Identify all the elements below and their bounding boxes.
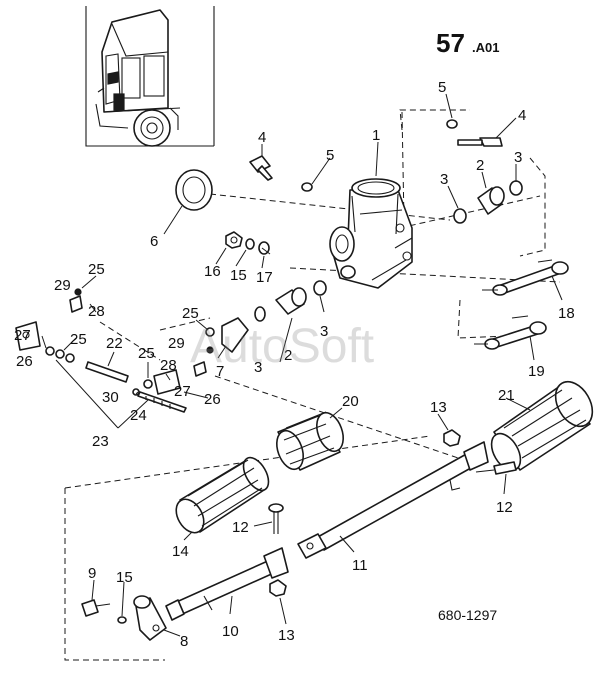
callout-18: 18 — [558, 305, 575, 322]
callout-5-right: 5 — [438, 79, 446, 96]
part-18-link-rod — [482, 259, 569, 296]
callout-28-right: 28 — [160, 357, 177, 374]
callout-25-top-left: 25 — [88, 261, 105, 278]
callout-22: 22 — [106, 335, 123, 352]
callout-30: 30 — [102, 389, 119, 406]
callout-7: 7 — [216, 363, 224, 380]
part-9-bolt — [81, 599, 111, 617]
part-20-bellows — [276, 411, 344, 471]
callout-13-lower: 13 — [278, 627, 295, 644]
part-27-bracket-right — [153, 369, 181, 395]
callout-19: 19 — [528, 363, 545, 380]
callout-16: 16 — [204, 263, 221, 280]
callout-9: 9 — [88, 565, 96, 582]
part-25-nuts-left — [45, 346, 75, 363]
callout-26-left: 26 — [16, 353, 33, 370]
callout-27-right: 27 — [174, 383, 191, 400]
callout-28-left: 28 — [88, 303, 105, 320]
part-19-link-rod — [474, 315, 547, 350]
part-12-bolt-lower — [268, 503, 284, 534]
watermark-text: AutoSoft — [190, 320, 374, 373]
callout-labels: 1 4 5 5 4 2 3 3 6 16 15 17 18 19 25 29 2… — [14, 79, 575, 650]
part-6-seal-ring — [175, 169, 213, 211]
part-1-housing — [329, 178, 413, 289]
callout-25-mid-left: 25 — [70, 331, 87, 348]
part-7-lever — [221, 317, 249, 353]
callout-3-middle-left: 3 — [254, 359, 262, 376]
part-10-lower-shaft — [165, 547, 289, 621]
part-26-bracket-left — [15, 321, 41, 351]
part-28-fitting-left — [69, 288, 83, 313]
part-3-washer-middle-b — [313, 280, 327, 296]
drawing-number: 680-1297 — [438, 607, 497, 623]
part-2-bushing-right — [477, 186, 505, 215]
callout-12-upper: 12 — [496, 499, 513, 516]
part-13-nut-upper — [443, 429, 461, 447]
callout-24: 24 — [130, 407, 147, 424]
callout-2-middle: 2 — [284, 347, 292, 364]
part-28-fitting-right — [193, 346, 214, 377]
part-15-washer — [245, 238, 255, 250]
callout-1: 1 — [372, 127, 380, 144]
part-30-washer — [132, 388, 140, 396]
callout-21: 21 — [498, 387, 515, 404]
callout-29-left: 29 — [54, 277, 71, 294]
callout-2-right: 2 — [476, 157, 484, 174]
callout-23: 23 — [92, 433, 109, 450]
part-5-washer-left — [301, 182, 313, 192]
callout-4-left: 4 — [258, 129, 266, 146]
part-22-rod — [85, 361, 129, 383]
callout-3-middle-right: 3 — [320, 323, 328, 340]
callout-25-middle: 25 — [138, 345, 155, 362]
callout-14: 14 — [172, 543, 189, 560]
part-15-washer-lower — [117, 616, 127, 624]
part-3-washer-upper-b — [509, 180, 523, 196]
part-21-bellows — [490, 380, 594, 472]
callout-5-left: 5 — [326, 147, 334, 164]
callout-20: 20 — [342, 393, 359, 410]
callout-8: 8 — [180, 633, 188, 650]
part-5-washer-right — [446, 119, 458, 129]
page-number-suffix: .A01 — [472, 40, 499, 55]
callout-26-right: 26 — [204, 391, 221, 408]
part-8-lever — [133, 595, 167, 641]
part-2-bushing-middle — [275, 287, 307, 315]
callout-15-upper: 15 — [230, 267, 247, 284]
callout-27-left: 27 — [14, 327, 31, 344]
callout-6: 6 — [150, 233, 158, 250]
callout-4-right: 4 — [518, 107, 526, 124]
part-3-washer-middle-a — [254, 306, 266, 322]
callout-11: 11 — [352, 557, 368, 574]
page-number: 57 — [436, 28, 465, 58]
leader-lines — [41, 93, 563, 637]
part-12-bolt-upper — [475, 461, 517, 475]
callout-29-right: 29 — [168, 335, 185, 352]
callout-17: 17 — [256, 269, 273, 286]
part-14-bellows — [175, 456, 270, 534]
callout-12-lower: 12 — [232, 519, 249, 536]
part-13-nut-lower — [269, 579, 287, 597]
part-4-bolt-right — [457, 137, 503, 147]
part-11-shift-shaft — [297, 441, 489, 559]
callout-25-upper-middle: 25 — [182, 305, 199, 322]
part-4-bolt-left — [249, 155, 273, 181]
callout-15-lower: 15 — [116, 569, 133, 586]
callout-3-right-inner: 3 — [440, 171, 448, 188]
truck-location-inset — [85, 6, 215, 147]
part-3-washer-upper-a — [453, 208, 467, 224]
callout-10: 10 — [222, 623, 239, 640]
callout-13-upper: 13 — [430, 399, 447, 416]
part-25-nut-middle — [143, 379, 153, 389]
part-16-nut — [225, 231, 243, 249]
callout-3-right-outer: 3 — [514, 149, 522, 166]
